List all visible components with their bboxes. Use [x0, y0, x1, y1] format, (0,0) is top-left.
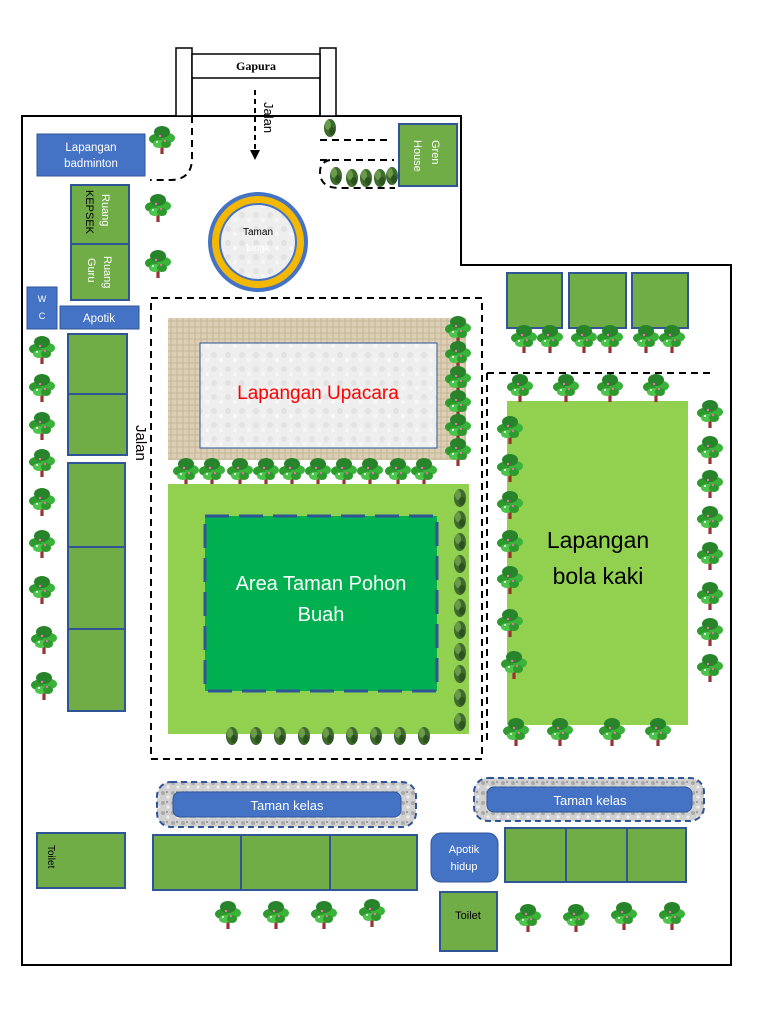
badminton-label-2: badminton — [64, 158, 118, 170]
principal-room-label-1: Ruang — [99, 194, 111, 226]
football-field-label-1: Lapangan — [547, 527, 649, 553]
football-trees-right — [697, 400, 723, 682]
site-boundary — [21, 115, 732, 966]
fruit-garden-label-2: Buah — [298, 604, 345, 626]
northeast-classrooms — [506, 272, 689, 329]
teacher-room-label-2: Guru — [85, 258, 97, 282]
badminton-label-1: Lapangan — [65, 142, 116, 154]
badminton-court — [36, 133, 146, 177]
fruit-garden-shrubs-bottom — [226, 727, 430, 745]
class-garden-right: Taman kelas — [473, 777, 705, 822]
football-field-label-2: bola kaki — [553, 563, 644, 589]
class-garden-left: Taman kelas — [156, 781, 417, 828]
south-classrooms-left — [152, 834, 418, 891]
living-pharmacy — [430, 832, 499, 883]
teacher-room-label-1: Ruang — [101, 256, 113, 288]
circle-garden-label-1: Taman — [243, 227, 273, 238]
wc-label-1: W — [38, 294, 47, 304]
football-field — [507, 401, 688, 725]
living-pharmacy-label-2: hidup — [451, 861, 478, 873]
greenhouse-path-bottom — [318, 159, 395, 189]
ceremony-field — [199, 342, 438, 449]
class-garden-right-label: Taman kelas — [554, 793, 627, 808]
fruit-garden-label-1: Area Taman Pohon — [236, 573, 407, 595]
ceremony-field-label: Lapangan Upacara — [237, 383, 399, 404]
road-curb-left — [150, 116, 193, 181]
green-house-label-1: Gren — [429, 140, 441, 164]
pharmacy-label: Apotik — [83, 313, 115, 325]
principal-room-label-2: KEPSEK — [83, 190, 95, 235]
gate-label: Gapura — [236, 59, 276, 73]
class-garden-left-label: Taman kelas — [251, 798, 324, 813]
wc-label-2: C — [39, 311, 46, 321]
south-trees-right — [515, 902, 685, 932]
toilet-right-label: Toilet — [455, 910, 481, 922]
south-classrooms-right — [504, 827, 687, 883]
road-label-top: Jalan — [261, 102, 276, 133]
gate: Gapura — [175, 47, 337, 117]
fruit-garden — [203, 514, 439, 693]
northeast-trees — [511, 325, 685, 353]
toilet-left — [36, 832, 126, 889]
toilet-left-label: Toilet — [45, 845, 56, 869]
west-trees — [29, 336, 57, 700]
road-label-side: Jalan — [132, 425, 149, 461]
green-house-label-2: House — [411, 140, 423, 172]
principal-room — [70, 184, 130, 245]
circle-garden-label-2: Lingk — [246, 243, 271, 254]
ceremony-trees-bottom — [173, 458, 437, 486]
circle-garden: Taman Lingk — [208, 192, 308, 292]
west-classrooms — [67, 333, 128, 712]
green-house — [398, 123, 458, 187]
teacher-room — [70, 243, 130, 301]
wc — [26, 286, 58, 330]
living-pharmacy-label-1: Apotik — [449, 844, 480, 856]
fruit-garden-shrubs-right — [454, 489, 466, 731]
toilet-right — [439, 891, 498, 952]
football-trees-top — [507, 374, 669, 402]
south-trees-left — [215, 899, 385, 929]
pharmacy — [59, 305, 140, 330]
